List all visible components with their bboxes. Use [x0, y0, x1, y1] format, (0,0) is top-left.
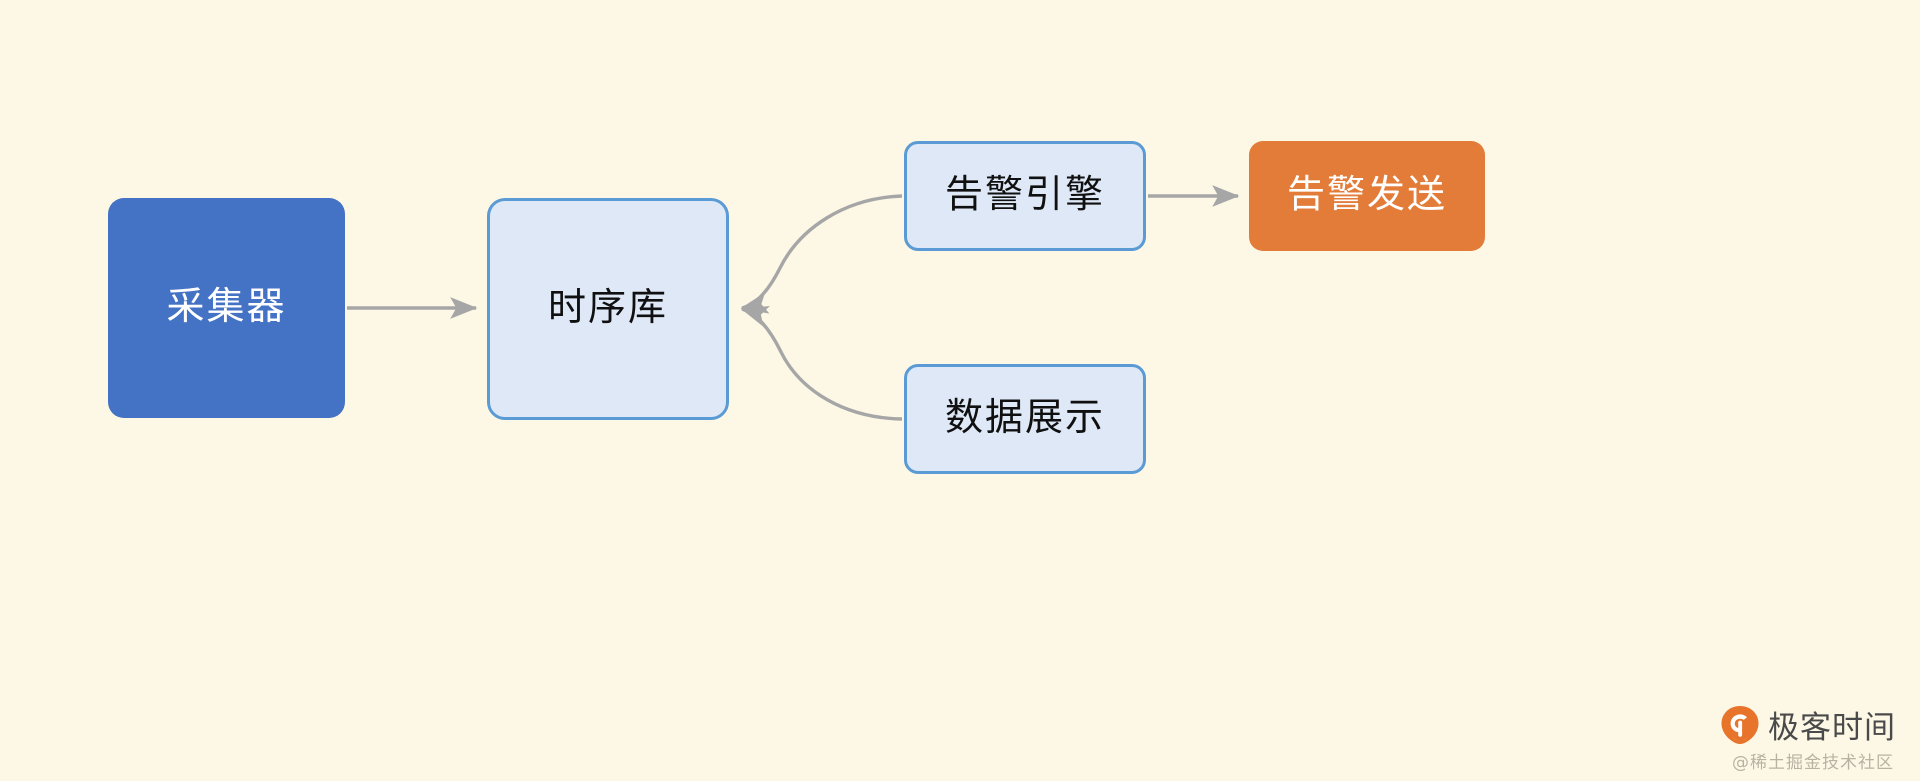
node-data-display-label: 数据展示 [944, 397, 1105, 440]
watermark-brand-text: 极客时间 [1768, 710, 1896, 746]
node-collector[interactable]: 采集器 [108, 198, 345, 418]
watermark: 极客时间 @稀土掘金技术社区 [1720, 702, 1896, 773]
watermark-source-text: @稀土掘金技术社区 [1732, 753, 1894, 773]
node-alert-send-label: 告警发送 [1286, 174, 1447, 217]
node-data-display[interactable]: 数据展示 [904, 364, 1146, 474]
geektime-logo-icon [1721, 705, 1759, 744]
node-collector-label: 采集器 [166, 286, 287, 329]
node-alert-engine[interactable]: 告警引擎 [904, 141, 1146, 251]
node-tsdb[interactable]: 时序库 [487, 198, 729, 420]
edge-data-display-to-tsdb [740, 306, 903, 421]
node-alert-send[interactable]: 告警发送 [1249, 141, 1485, 251]
node-tsdb-label: 时序库 [547, 287, 668, 330]
edge-alert-engine-to-tsdb [740, 194, 903, 314]
node-alert-engine-label: 告警引擎 [944, 174, 1105, 217]
watermark-brand: 极客时间 [1720, 702, 1896, 747]
